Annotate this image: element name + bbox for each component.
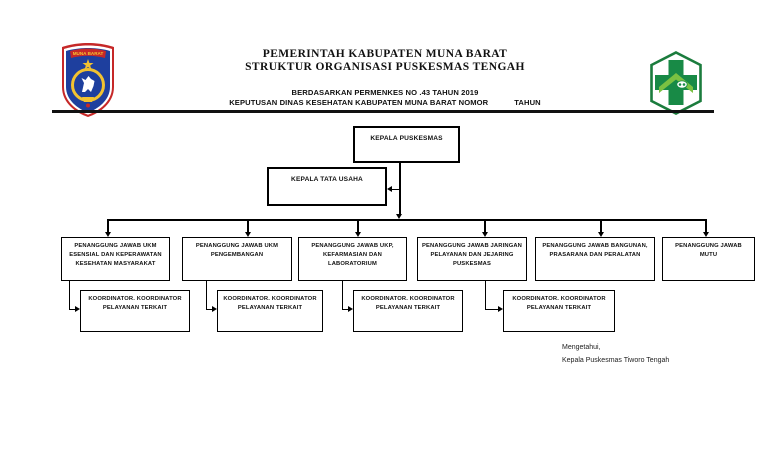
page-title: STRUKTUR ORGANISASI PUSKESMAS TENGAH xyxy=(245,60,525,73)
connector-line xyxy=(484,221,486,232)
subtitle-keputusan-left: KEPUTUSAN DINAS KESEHATAN KABUPATEN MUNA… xyxy=(229,98,489,107)
crest-star-icon xyxy=(82,59,94,70)
org-box-label: KOORDINATOR. KOORDINATOR PELAYANAN TERKA… xyxy=(223,296,317,311)
arrow-down-icon xyxy=(104,231,111,237)
connector-line xyxy=(341,308,349,311)
connector-line xyxy=(484,308,498,311)
connector-line xyxy=(357,221,359,232)
crest-base xyxy=(82,97,94,102)
crest-banner xyxy=(70,48,106,58)
arrow-down-icon xyxy=(597,231,604,237)
org-box-kepala-tata-usaha: KEPALA TATA USAHA xyxy=(267,167,387,206)
header: PEMERINTAH KABUPATEN MUNA BARAT STRUKTUR… xyxy=(155,48,615,108)
crest-base-dot xyxy=(86,103,90,108)
org-box-koordinator-4: KOORDINATOR. KOORDINATOR PELAYANAN TERKA… xyxy=(503,290,615,332)
connector-line xyxy=(205,308,213,311)
connector-line xyxy=(392,188,401,191)
org-box-mutu: PENANGGUNG JAWAB MUTU xyxy=(662,237,755,281)
arrow-right-icon xyxy=(74,306,80,312)
puskesmas-family-dot xyxy=(678,83,682,86)
connector-line xyxy=(341,281,344,310)
org-box-bangunan-prasarana: PENANGGUNG JAWAB BANGUNAN, PRASARANA DAN… xyxy=(535,237,655,281)
arrow-down-icon xyxy=(481,231,488,237)
org-box-kepala-puskesmas: KEPALA PUSKESMAS xyxy=(353,126,460,163)
header-divider-line xyxy=(52,110,714,113)
org-box-label: PENANGGUNG JAWAB UKP, KEFARMASIAN DAN LA… xyxy=(311,243,394,267)
subtitle-permenkes: BERDASARKAN PERMENKES NO .43 TAHUN 2019 xyxy=(291,88,479,97)
org-box-label: KEPALA TATA USAHA xyxy=(291,176,363,183)
org-box-ukm-pengembangan: PENANGGUNG JAWAB UKM PENGEMBANGAN xyxy=(182,237,292,281)
org-box-jaringan-pelayanan: PENANGGUNG JAWAB JARINGAN PELAYANAN DAN … xyxy=(417,237,527,281)
arrow-down-icon xyxy=(396,214,402,219)
arrow-down-icon xyxy=(702,231,709,237)
org-box-koordinator-2: KOORDINATOR. KOORDINATOR PELAYANAN TERKA… xyxy=(217,290,323,332)
org-box-label: PENANGGUNG JAWAB BANGUNAN, PRASARANA DAN… xyxy=(542,243,648,258)
arrow-down-icon xyxy=(354,231,361,237)
subtitle-keputusan: KEPUTUSAN DINAS KESEHATAN KABUPATEN MUNA… xyxy=(155,98,615,108)
org-box-label: PENANGGUNG JAWAB UKM ESENSIAL DAN KEPERA… xyxy=(69,243,162,267)
connector-line xyxy=(600,221,602,232)
subtitle-block: BERDASARKAN PERMENKES NO .43 TAHUN 2019 … xyxy=(155,88,615,108)
arrow-right-icon xyxy=(211,306,217,312)
puskesmas-family-dot xyxy=(682,83,686,86)
connector-line xyxy=(68,281,71,310)
org-box-label: PENANGGUNG JAWAB JARINGAN PELAYANAN DAN … xyxy=(421,243,523,267)
connector-line xyxy=(107,221,109,232)
connector-line xyxy=(247,221,249,232)
connector-line xyxy=(484,281,487,310)
org-box-label: PENANGGUNG JAWAB UKM PENGEMBANGAN xyxy=(195,243,279,258)
org-box-label: KOORDINATOR. KOORDINATOR PELAYANAN TERKA… xyxy=(361,296,455,311)
crest-banner-text: MUNA BARAT xyxy=(73,51,104,56)
org-box-label: KOORDINATOR. KOORDINATOR PELAYANAN TERKA… xyxy=(88,296,182,311)
org-box-koordinator-3: KOORDINATOR. KOORDINATOR PELAYANAN TERKA… xyxy=(353,290,463,332)
arrow-left-icon xyxy=(387,186,392,192)
org-box-koordinator-1: KOORDINATOR. KOORDINATOR PELAYANAN TERKA… xyxy=(80,290,190,332)
muna-barat-crest-logo: MUNA BARAT xyxy=(62,43,114,117)
gov-title: PEMERINTAH KABUPATEN MUNA BARAT xyxy=(262,48,508,60)
signature-line-2: Kepala Puskesmas Tiworo Tengah xyxy=(562,357,670,364)
connector-line xyxy=(107,219,707,221)
connector-line xyxy=(68,308,76,311)
arrow-right-icon xyxy=(347,306,353,312)
connector-line xyxy=(705,221,707,232)
arrow-down-icon xyxy=(244,231,251,237)
org-box-label: PENANGGUNG JAWAB MUTU xyxy=(675,243,742,258)
org-box-label: KOORDINATOR. KOORDINATOR PELAYANAN TERKA… xyxy=(512,296,606,311)
signature-block: Mengetahui, Kepala Puskesmas Tiworo Teng… xyxy=(562,341,669,367)
puskesmas-logo xyxy=(650,51,702,115)
org-box-ukm-esensial: PENANGGUNG JAWAB UKM ESENSIAL DAN KEPERA… xyxy=(61,237,170,281)
puskesmas-family-badge xyxy=(676,80,688,89)
org-box-label: KEPALA PUSKESMAS xyxy=(370,135,443,142)
arrow-right-icon xyxy=(497,306,503,312)
org-box-ukp-kefarmasian: PENANGGUNG JAWAB UKP, KEFARMASIAN DAN LA… xyxy=(298,237,407,281)
signature-line-1: Mengetahui, xyxy=(562,344,601,351)
subtitle-keputusan-right: TAHUN xyxy=(514,98,541,107)
connector-line xyxy=(205,281,208,310)
crest-horse-icon xyxy=(81,76,95,92)
